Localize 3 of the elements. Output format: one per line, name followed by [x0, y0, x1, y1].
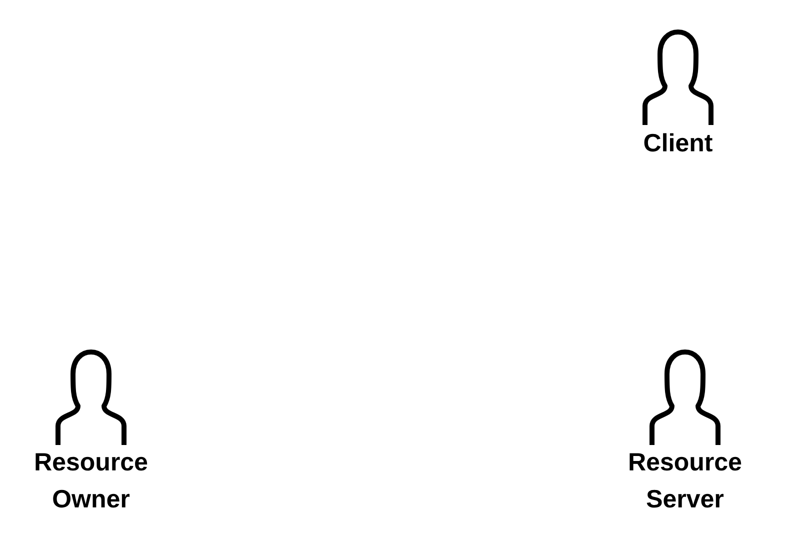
person-label: Resource Server	[630, 453, 742, 508]
person-label: Resource Owner	[36, 453, 148, 508]
person-label: Client	[644, 133, 712, 152]
